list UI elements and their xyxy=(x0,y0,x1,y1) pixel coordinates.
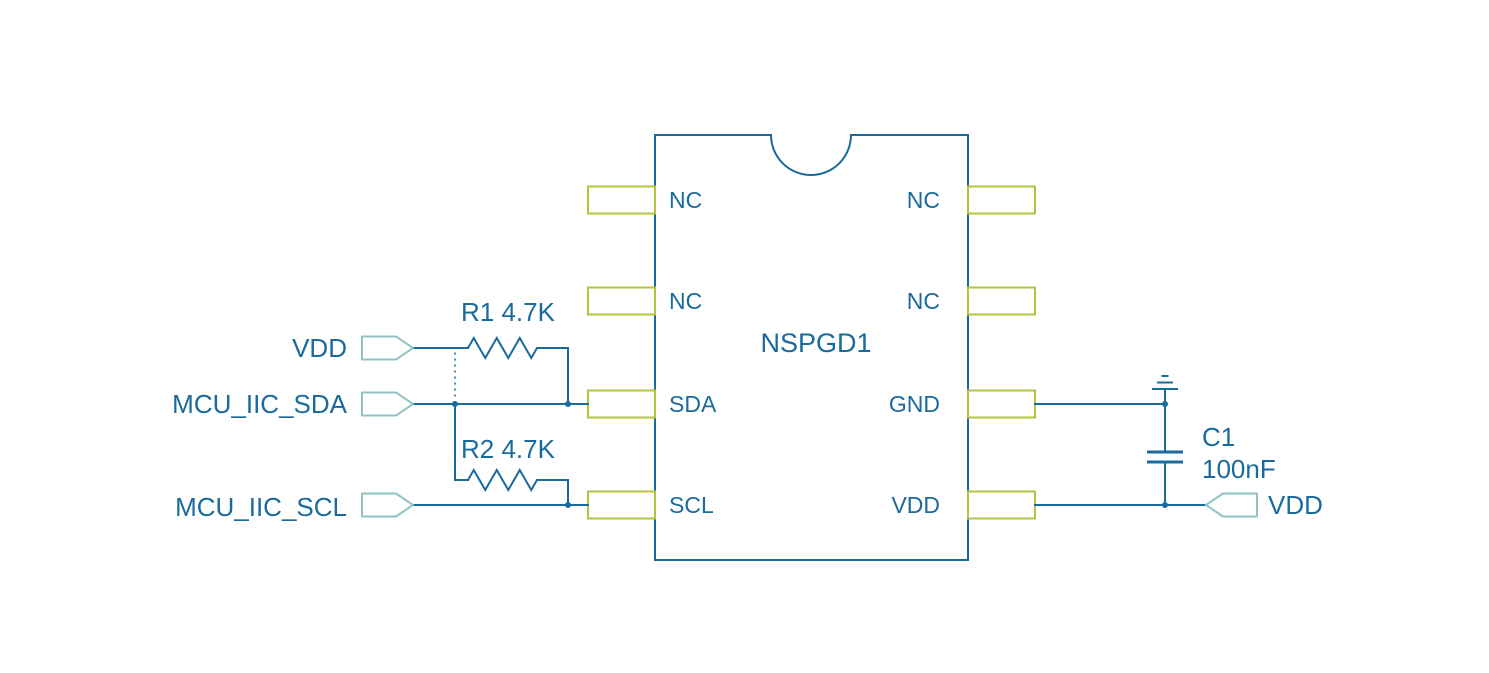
pin-right-4-box xyxy=(967,490,1036,520)
resistor-r2-symbol xyxy=(467,467,538,493)
capacitor-c1: C1 100nF xyxy=(1147,422,1276,484)
pin-left-3-box xyxy=(587,389,656,419)
pin-right-3-label: GND xyxy=(889,391,940,417)
pin-left-4-label: SCL xyxy=(669,492,714,518)
pin-right-2-box xyxy=(967,286,1036,316)
junction-dot xyxy=(452,401,458,407)
resistor-r1-label: R1 4.7K xyxy=(461,297,556,327)
pin-right-1-box xyxy=(967,185,1036,215)
resistor-r2-label: R2 4.7K xyxy=(461,434,556,464)
capacitor-c1-value: 100nF xyxy=(1202,454,1276,484)
gnd-symbol xyxy=(1152,375,1178,390)
net-label-mcu-iic-scl: MCU_IIC_SCL xyxy=(175,492,347,522)
junction-dot xyxy=(565,502,571,508)
net-flag-vdd-right: VDD xyxy=(1205,490,1323,520)
ic-body xyxy=(654,134,969,561)
net-flag-vdd-left: VDD xyxy=(292,333,414,363)
resistor-r1-symbol xyxy=(467,335,538,361)
net-flag-mcu-iic-sda-shape xyxy=(361,391,414,417)
wire-vdd-pullup xyxy=(412,347,569,405)
pin-right-1-label: NC xyxy=(907,187,940,213)
resistor-r1: R1 4.7K xyxy=(461,297,556,361)
pin-right-2-label: NC xyxy=(907,288,940,314)
net-flag-mcu-iic-sda: MCU_IIC_SDA xyxy=(172,389,414,419)
junction-dot xyxy=(1162,401,1168,407)
ic-name-label: NSPGD1 xyxy=(760,328,871,358)
pin-left-1-label: NC xyxy=(669,187,702,213)
pin-left-3-label: SDA xyxy=(669,391,717,417)
capacitor-c1-ref: C1 xyxy=(1202,422,1235,452)
pin-left-2-label: NC xyxy=(669,288,702,314)
pin-left-4-box xyxy=(587,490,656,520)
pin-left-1-box xyxy=(587,185,656,215)
net-flag-vdd-right-shape xyxy=(1205,492,1258,518)
junction-dot xyxy=(565,401,571,407)
net-flag-mcu-iic-scl: MCU_IIC_SCL xyxy=(175,492,414,522)
net-label-vdd-right: VDD xyxy=(1268,490,1323,520)
junction-dot xyxy=(1162,502,1168,508)
resistor-r2: R2 4.7K xyxy=(461,434,556,493)
pin-left-2-box xyxy=(587,286,656,316)
wire-r2-branch xyxy=(454,403,569,506)
pin-right-3-box xyxy=(967,389,1036,419)
ic-nspgd1: NSPGD1 xyxy=(654,134,969,561)
pin-right-4-label: VDD xyxy=(891,492,940,518)
net-label-vdd-left: VDD xyxy=(292,333,347,363)
capacitor-c1-symbol xyxy=(1147,450,1183,464)
net-flag-mcu-iic-scl-shape xyxy=(361,492,414,518)
net-flag-vdd-left-shape xyxy=(361,335,414,361)
net-label-mcu-iic-sda: MCU_IIC_SDA xyxy=(172,389,347,419)
